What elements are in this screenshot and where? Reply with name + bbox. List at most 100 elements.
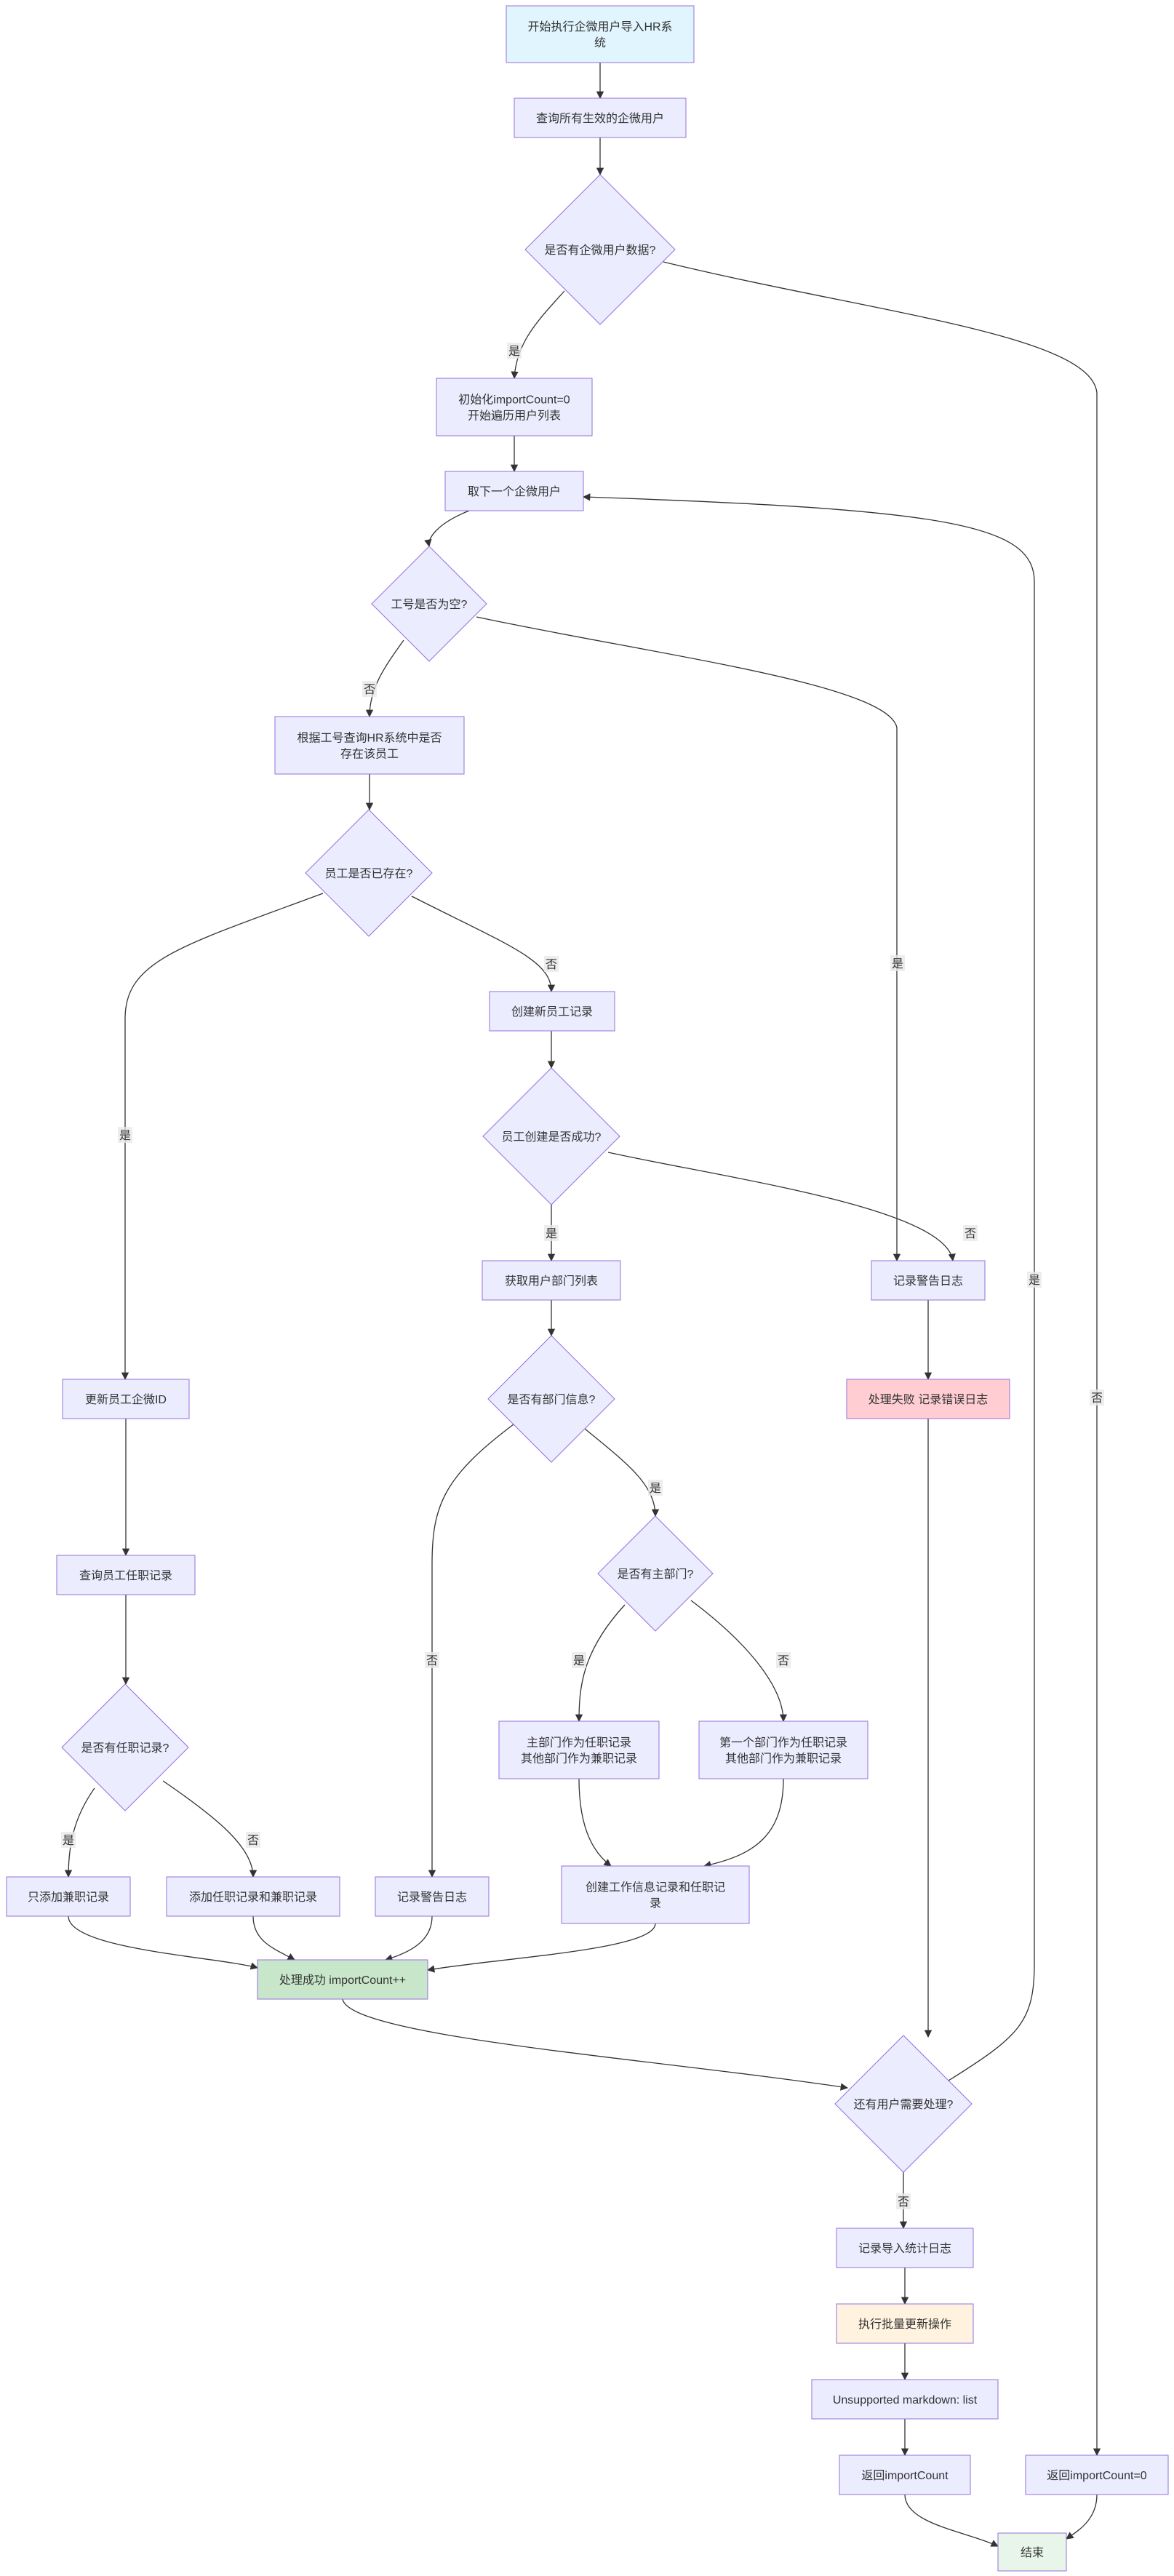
node-unsupported: Unsupported markdown: list [811,2379,999,2420]
edge-add-both-to-success [252,1915,295,1961]
node-label-query-emp-line-2: 存在该员工 [340,748,399,761]
node-label-has-job-line-1: 是否有任职记录? [81,1742,169,1755]
node-success: 处理成功 importCount++ [257,1959,428,2000]
node-label-has-main-dept-line-1: 是否有主部门? [618,1568,694,1581]
node-next-user: 取下一个企微用户 [444,471,584,511]
node-label-success-line-1: 处理成功 importCount++ [279,1974,406,1987]
edge-create-work-to-success [426,1923,656,1973]
node-label-init-count-line-2: 开始遍历用户列表 [468,410,561,423]
edge-label-has-job-no: 否 [246,1832,260,1848]
decision-has-job: 是否有任职记录? [61,1683,189,1811]
edge-label-more-no: 否 [896,2193,911,2209]
edge-has-dept-no [428,1424,514,1878]
edge-label-has-dept-no: 否 [425,1652,439,1668]
edge-has-users-no [663,261,1101,2457]
node-label-create-work-line-1: 创建工作信息记录和任职记 [586,1881,725,1894]
node-label-main-dept-job-line-1: 主部门作为任职记录 [527,1736,631,1750]
node-label-has-dept-line-1: 是否有部门信息? [508,1393,596,1406]
edge-label-more-yes: 是 [1027,1272,1042,1288]
node-only-part: 只添加兼职记录 [6,1876,131,1917]
node-label-update-wx-id-line-1: 更新员工企微ID [85,1393,167,1406]
decision-create-ok: 员工创建是否成功? [482,1067,620,1205]
node-label-return-zero-line-1: 返回importCount=0 [1047,2469,1146,2482]
node-label-warn-log-right-line-1: 记录警告日志 [893,1275,963,1288]
edge-first-job-to-create-work [703,1778,784,1869]
edge-label-has-main-no: 否 [776,1652,791,1668]
node-label-batch-update-line-1: 执行批量更新操作 [858,2318,951,2331]
node-label-create-work-line-2: 录 [650,1897,661,1910]
edge-next-to-empno [424,510,470,548]
decision-has-users: 是否有企微用户数据? [524,174,676,325]
edge-label-create-ok-no: 否 [963,1225,978,1241]
edge-return-count-to-end [904,2494,999,2547]
node-label-next-user-line-1: 取下一个企微用户 [468,485,561,498]
edge-label-text: 否 [965,1228,976,1240]
edge-label-text: 是 [1029,1275,1040,1287]
node-query-users: 查询所有生效的企微用户 [514,97,687,138]
node-create-emp: 创建新员工记录 [489,991,615,1032]
edge-label-text: 否 [247,1835,259,1847]
node-label-main-dept-job-line-2: 其他部门作为兼职记录 [521,1752,637,1766]
node-label-add-both-line-1: 添加任职记录和兼职记录 [189,1891,317,1904]
edge-label-exists-no: 否 [544,956,559,972]
edge-only-part-to-success [68,1915,259,1970]
edge-label-text: 否 [426,1655,438,1667]
node-end: 结束 [997,2532,1067,2572]
edge-label-has-main-yes: 是 [572,1652,586,1668]
edge-label-text: 是 [546,1228,557,1240]
node-add-both: 添加任职记录和兼职记录 [166,1876,340,1917]
node-warn-log-mid: 记录警告日志 [375,1876,490,1917]
node-label-empno-empty-line-1: 工号是否为空? [391,598,468,611]
edge-label-has-users-yes: 是 [507,343,522,359]
edge-label-text: 否 [364,684,375,696]
node-label-first-dept-job-line-2: 其他部门作为兼职记录 [725,1752,842,1766]
node-stat-log: 记录导入统计日志 [836,2228,974,2268]
edge-return-zero-to-end [1066,2494,1098,2540]
node-label-start-line-1: 开始执行企微用户导入HR系 [527,20,672,33]
node-label-create-ok-line-1: 员工创建是否成功? [502,1131,602,1144]
edge-label-has-users-no: 否 [1090,1389,1104,1405]
edge-label-text: 否 [1091,1392,1103,1405]
node-label-first-dept-job-line-1: 第一个部门作为任职记录 [719,1736,847,1750]
edge-label-empno-no: 否 [362,681,377,697]
node-label-init-count-line-1: 初始化importCount=0 [458,394,570,407]
node-label-end-line-1: 结束 [1021,2546,1044,2559]
node-query-jobs: 查询员工任职记录 [56,1555,196,1595]
node-label-emp-exists-line-1: 员工是否已存在? [325,867,413,880]
edge-empno-no [365,639,404,718]
node-label-warn-log-mid-line-1: 记录警告日志 [397,1891,467,1904]
edge-label-text: 是 [63,1835,74,1847]
edge-has-users-yes [511,290,565,380]
node-label-more-users-line-1: 还有用户需要处理? [854,2098,954,2111]
node-return-zero: 返回importCount=0 [1025,2455,1169,2495]
edge-label-exists-yes: 是 [118,1127,132,1143]
decision-emp-exists: 员工是否已存在? [305,809,433,937]
node-label-return-count-line-1: 返回importCount [861,2469,949,2482]
node-label-get-depts-line-1: 获取用户部门列表 [505,1275,598,1288]
node-return-count: 返回importCount [839,2455,971,2495]
edge-has-main-no [690,1600,788,1723]
node-label-query-users-line-1: 查询所有生效的企微用户 [536,112,664,125]
node-label-query-emp-line-1: 根据工号查询HR系统中是否 [297,732,442,745]
edge-label-text: 否 [898,2196,909,2209]
node-label-fail-log-line-1: 处理失败 记录错误日志 [868,1393,988,1406]
node-init-count: 初始化importCount=0 开始遍历用户列表 [436,378,593,436]
edge-more-yes [582,493,1035,2081]
edge-label-text: 否 [546,959,557,971]
decision-has-main-dept: 是否有主部门? [597,1515,714,1632]
edge-label-text: 否 [778,1655,789,1667]
node-warn-log-right: 记录警告日志 [871,1260,986,1301]
edge-success-to-more [342,1998,849,2091]
node-label-has-users-line-1: 是否有企微用户数据? [545,244,656,257]
edge-create-ok-no [607,1152,956,1262]
decision-empno-empty: 工号是否为空? [371,546,487,662]
node-update-wx-id: 更新员工企微ID [62,1379,190,1419]
node-label-create-emp-line-1: 创建新员工记录 [511,1005,593,1018]
decision-has-dept: 是否有部门信息? [487,1335,615,1463]
